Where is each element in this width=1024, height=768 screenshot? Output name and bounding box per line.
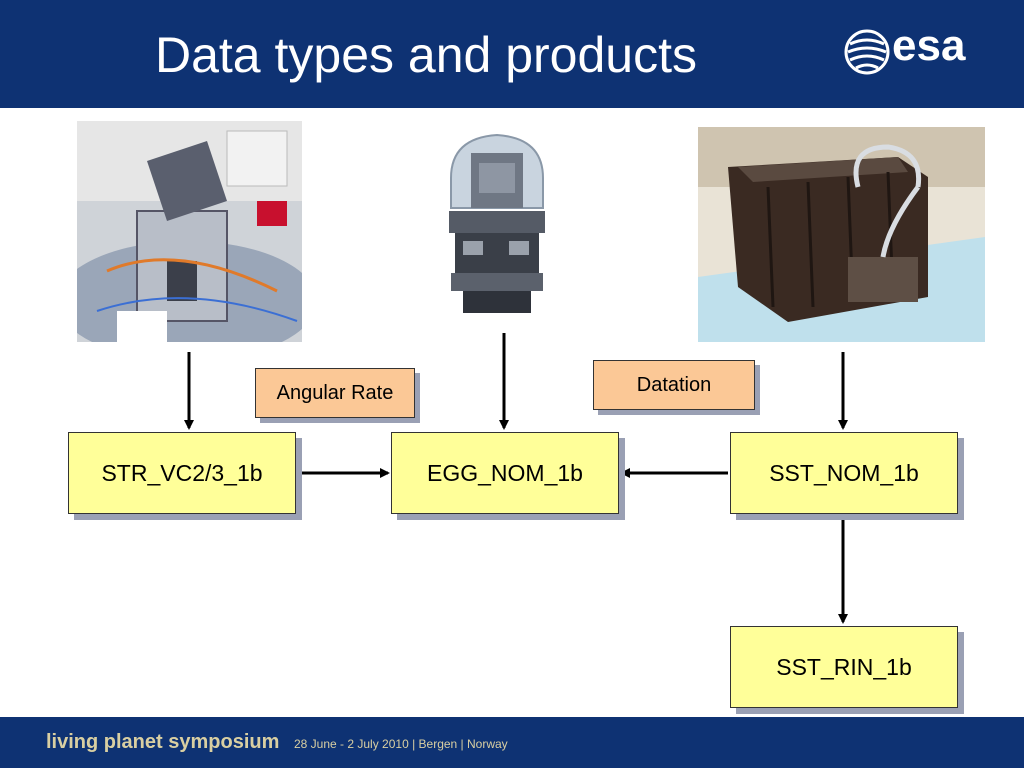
event-dates-location: 28 June - 2 July 2010 | Bergen | Norway [294, 737, 508, 751]
footer-bar: living planet symposium 28 June - 2 July… [0, 717, 1024, 768]
slide-title: Data types and products [155, 27, 697, 83]
esa-logo: esa [844, 22, 994, 82]
node-str-vc2-3-1b: STR_VC2/3_1b [68, 432, 296, 514]
datation-label: Datation [593, 360, 755, 410]
esa-logo-text: esa [892, 21, 966, 70]
star-tracker-photo [77, 121, 302, 342]
gps-receiver-photo [698, 127, 985, 342]
esa-globe-icon [844, 29, 890, 75]
node-egg-nom-1b: EGG_NOM_1b [391, 432, 619, 514]
goce-satellite-model [443, 133, 551, 318]
angular-rate-label: Angular Rate [255, 368, 415, 418]
node-sst-nom-1b: SST_NOM_1b [730, 432, 958, 514]
header-bar: Data types and products esa [0, 0, 1024, 108]
event-name: living planet symposium [46, 731, 280, 753]
node-sst-rin-1b: SST_RIN_1b [730, 626, 958, 708]
